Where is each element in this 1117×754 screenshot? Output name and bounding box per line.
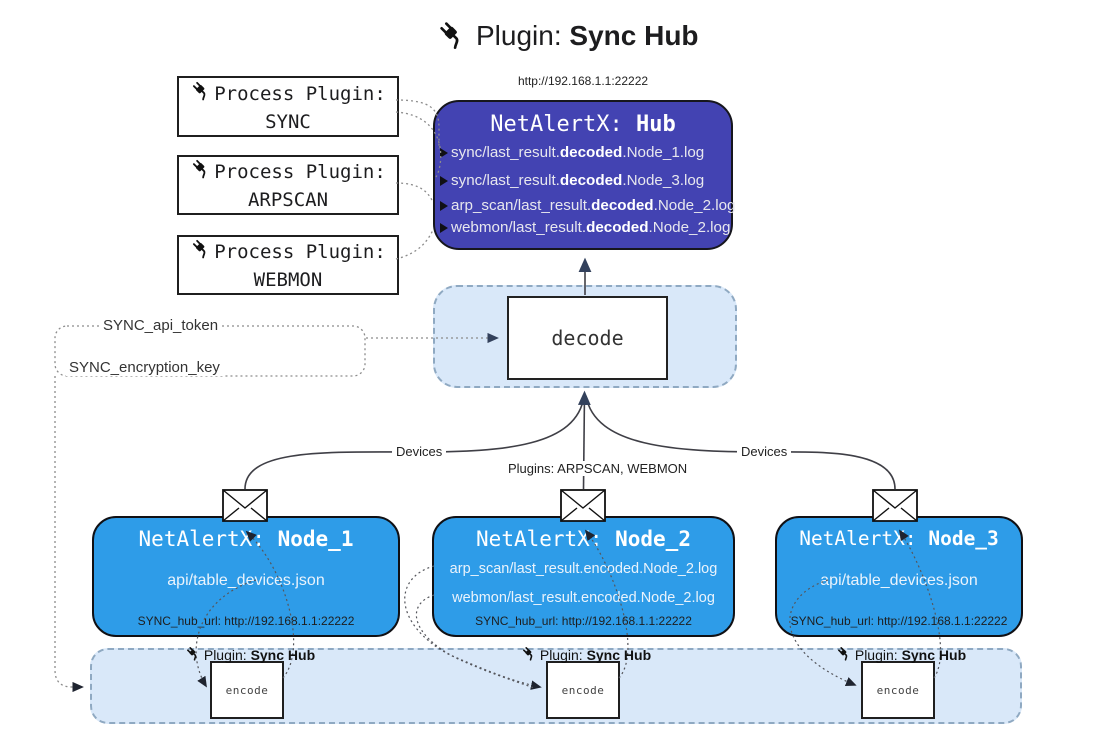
node-box-node-2: NetAlertX: Node_2 arp_scan/last_result.e…	[432, 516, 735, 637]
node-title: NetAlertX: Node_1	[138, 527, 354, 551]
decode-box: decode	[507, 296, 668, 380]
plugin-sync-hub-label: Plugin: Sync Hub	[185, 645, 315, 664]
envelope-icon	[872, 489, 918, 522]
process-plugin-box-webmon: Process Plugin: WEBMON	[177, 235, 399, 295]
envelope-icon	[222, 489, 268, 522]
page-title: Plugin: Sync Hub	[476, 20, 699, 51]
page-header: Plugin: Sync Hub	[436, 14, 736, 58]
hub-url-label: http://192.168.1.1:22222	[517, 74, 649, 88]
process-plugin-label: Process Plugin:	[214, 241, 386, 263]
plug-icon	[190, 79, 212, 109]
node-log-line: arp_scan/last_result.encoded.Node_2.log	[449, 561, 718, 577]
hub-title: NetAlertX: Hub	[490, 112, 676, 137]
node-log-line: api/table_devices.json	[820, 572, 978, 589]
hub-log-line: sync/last_result.decoded.Node_3.log	[435, 172, 731, 189]
hub-box: NetAlertX: Hub sync/last_result.decoded.…	[433, 100, 736, 250]
arrow-right-icon	[440, 222, 448, 233]
plug-icon	[521, 645, 537, 664]
node-box-node-1: NetAlertX: Node_1 api/table_devices.json…	[92, 516, 400, 637]
node-title: NetAlertX: Node_2	[476, 527, 691, 551]
sync-encryption-key-label: SYNC_encryption_key	[66, 359, 223, 376]
envelope-icon	[560, 489, 606, 522]
plugin-sync-hub-label: Plugin: Sync Hub	[836, 645, 966, 664]
node-hub-url: SYNC_hub_url: http://192.168.1.1:22222	[137, 614, 355, 628]
hub-log-line: arp_scan/last_result.decoded.Node_2.log	[435, 197, 736, 214]
process-plugin-label: Process Plugin:	[214, 161, 386, 183]
plug-icon	[436, 18, 468, 55]
plug-icon	[836, 645, 852, 664]
sync-api-token-label: SYNC_api_token	[100, 317, 222, 334]
process-plugin-label: Process Plugin:	[214, 82, 386, 105]
plugins-label-center: Plugins: ARPSCAN, WEBMON	[504, 461, 692, 476]
node-hub-url: SYNC_hub_url: http://192.168.1.1:22222	[790, 614, 1008, 628]
devices-label-right: Devices	[737, 444, 792, 459]
node-hub-url: SYNC_hub_url: http://192.168.1.1:22222	[475, 614, 692, 628]
node-log-line: webmon/last_result.encoded.Node_2.log	[452, 590, 715, 606]
plug-icon	[185, 645, 201, 664]
encode-box: encode	[546, 661, 620, 719]
hub-log-line: webmon/last_result.decoded.Node_2.log	[435, 219, 731, 236]
process-plugin-name: SYNC	[265, 110, 311, 133]
node-box-node-3: NetAlertX: Node_3 api/table_devices.json…	[775, 516, 1023, 637]
encode-box: encode	[210, 661, 284, 719]
process-plugin-box-sync: Process Plugin: SYNC	[177, 76, 399, 137]
process-plugin-name: WEBMON	[253, 269, 323, 291]
devices-label-left: Devices	[392, 444, 447, 459]
hub-log-line: sync/last_result.decoded.Node_1.log	[435, 144, 731, 161]
plug-icon	[190, 157, 212, 187]
encode-box: encode	[861, 661, 935, 719]
arrow-right-icon	[440, 147, 448, 158]
plug-icon	[190, 237, 212, 267]
node-title: NetAlertX: Node_3	[799, 527, 999, 550]
arrow-right-icon	[440, 175, 448, 186]
plugin-sync-hub-label: Plugin: Sync Hub	[521, 645, 651, 664]
process-plugin-name: ARPSCAN	[247, 189, 329, 211]
node-log-line: api/table_devices.json	[167, 572, 325, 589]
arrow-right-icon	[440, 200, 448, 211]
process-plugin-box-arpscan: Process Plugin: ARPSCAN	[177, 155, 399, 215]
